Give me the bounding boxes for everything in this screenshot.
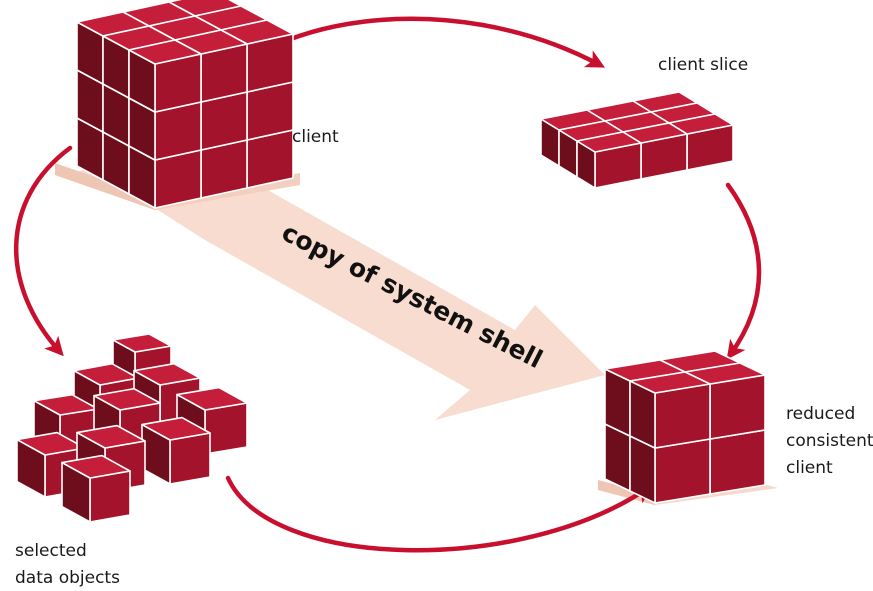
cube-top-face — [33, 393, 99, 416]
cube-top-face — [141, 416, 211, 441]
data-object-cube — [61, 454, 131, 523]
cube-top-face — [176, 386, 248, 411]
selected-data-objects — [16, 333, 248, 523]
arrow-slice-to-reduced — [725, 182, 762, 360]
cube-front-face — [169, 432, 211, 485]
cube-top-face — [128, 39, 202, 65]
shell-arrow-shape — [150, 180, 605, 420]
cube — [128, 39, 202, 113]
arrow-selected-to-reduced — [225, 475, 653, 553]
cube-top-face — [133, 362, 201, 386]
cube — [629, 371, 711, 449]
cube-top-face — [93, 387, 161, 411]
cube-top-face — [576, 131, 642, 153]
data-object-cube — [141, 416, 211, 485]
reduced-client-cube — [604, 350, 766, 504]
cube — [576, 131, 642, 189]
cube-front-face — [654, 383, 711, 449]
cube-front-face — [654, 438, 711, 504]
cube-top-face — [629, 371, 711, 394]
cube-front-face — [89, 470, 131, 523]
cube-front-face — [709, 374, 766, 440]
label-selected-line2: data objects — [15, 568, 120, 588]
label-selected-line1: selected — [15, 541, 87, 561]
cube-top-face — [76, 424, 146, 449]
label-reduced-line3: client — [786, 458, 833, 478]
cube-top-face — [61, 454, 131, 479]
cube-top-face — [73, 362, 139, 386]
label-client-slice: client slice — [658, 55, 749, 75]
cube-front-face — [204, 402, 248, 455]
label-reduced-line2: consistent — [786, 431, 873, 451]
cube-top-face — [112, 333, 172, 353]
arrow-client-to-selected — [13, 145, 73, 357]
client-slice-cubes — [540, 91, 734, 189]
client-cube-stack — [76, 0, 294, 209]
cube-top-face — [16, 431, 86, 456]
label-reduced-line1: reduced — [786, 404, 856, 424]
system-shell-arrow: copy of system shell — [150, 180, 605, 420]
label-client: client — [292, 127, 339, 147]
cube-front-face — [709, 429, 766, 495]
